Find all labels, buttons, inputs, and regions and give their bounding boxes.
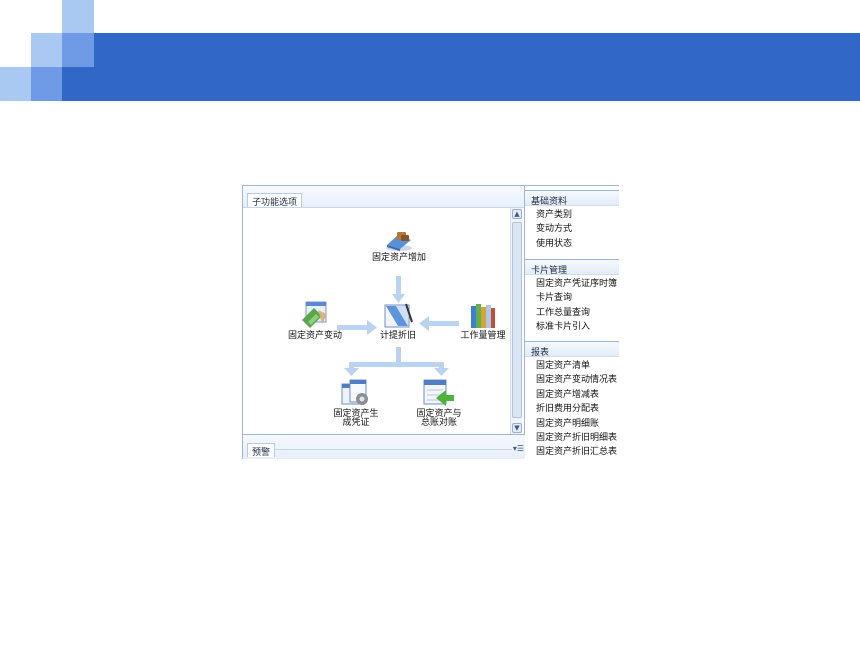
decor-square <box>0 67 31 101</box>
asset-add-icon <box>386 232 412 251</box>
nav-item-usage-status[interactable]: 使用状态 <box>536 238 573 249</box>
decor-square <box>62 0 94 33</box>
section-basic-data: 基础资料 资产类别 变动方式 使用状态 <box>525 190 619 251</box>
section-reports-header[interactable]: 报表 <box>525 341 619 358</box>
depreciation-icon <box>384 303 413 328</box>
nav-item-increase-decrease[interactable]: 固定资产增减表 <box>536 389 600 400</box>
voucher-icon <box>341 379 368 405</box>
node-asset-add-label: 固定资产增加 <box>371 253 426 263</box>
sub-function-panel: 子功能选项 <box>242 185 526 459</box>
warning-panel-header: 预警 ▾☰ <box>243 434 526 459</box>
node-reconcile[interactable]: 固定资产与总账对账 <box>413 378 465 428</box>
nav-item-card-import[interactable]: 标准卡片引入 <box>536 322 591 333</box>
node-workload[interactable]: 工作量管理 <box>455 302 511 341</box>
node-depreciation-label: 计提折旧 <box>379 331 416 341</box>
node-asset-add[interactable]: 固定资产增加 <box>371 230 427 263</box>
node-asset-change[interactable]: 固定资产变动 <box>287 300 343 341</box>
nav-item-asset-category[interactable]: 资产类别 <box>536 210 573 220</box>
fixed-asset-module-window: 子功能选项 <box>242 185 619 459</box>
flow-arrows <box>337 276 459 376</box>
node-reconcile-label: 固定资产与总账对账 <box>416 409 462 428</box>
warning-divider <box>274 449 512 450</box>
node-voucher-label: 固定资产生成凭证 <box>333 409 379 428</box>
warning-tab[interactable]: 预警 <box>247 443 276 458</box>
asset-change-icon <box>302 301 327 328</box>
vertical-scrollbar[interactable]: ▲ ▼ <box>510 208 522 434</box>
nav-item-change-method[interactable]: 变动方式 <box>536 224 573 235</box>
nav-item-asset-list[interactable]: 固定资产清单 <box>536 361 591 371</box>
panel-menu-icon[interactable]: ▾☰ <box>512 444 524 453</box>
reconcile-icon <box>423 379 454 406</box>
nav-item-voucher-journal[interactable]: 固定资产凭证序时簿 <box>536 279 618 289</box>
section-card-management: 卡片管理 固定资产凭证序时簿 卡片查询 工作总量查询 标准卡片引入 <box>525 259 619 335</box>
node-depreciation[interactable]: 计提折旧 <box>373 302 423 341</box>
nav-item-change-report[interactable]: 固定资产变动情况表 <box>536 375 618 386</box>
nav-item-asset-ledger[interactable]: 固定资产明细账 <box>536 418 600 429</box>
section-basic-data-header[interactable]: 基础资料 <box>525 190 619 207</box>
decor-square <box>31 67 62 101</box>
header-banner <box>62 33 860 101</box>
right-nav-pane: 基础资料 资产类别 变动方式 使用状态 卡片管理 固定资产凭证序时簿 卡片查询 … <box>525 185 619 459</box>
scroll-up-icon[interactable]: ▲ <box>512 209 522 219</box>
sub-function-panel-header: 子功能选项 <box>243 186 524 208</box>
nav-item-depr-summary[interactable]: 固定资产折旧汇总表 <box>536 447 618 458</box>
scroll-thumb[interactable] <box>512 222 522 418</box>
decor-square <box>62 33 94 67</box>
sub-function-tab[interactable]: 子功能选项 <box>247 193 303 208</box>
scroll-down-icon[interactable]: ▼ <box>512 423 522 433</box>
node-workload-label: 工作量管理 <box>460 331 506 341</box>
nav-item-card-query[interactable]: 卡片查询 <box>536 293 573 304</box>
section-reports: 报表 固定资产清单 固定资产变动情况表 固定资产增减表 折旧费用分配表 固定资产… <box>525 341 619 459</box>
nav-item-workload-query[interactable]: 工作总量查询 <box>536 307 591 318</box>
node-asset-change-label: 固定资产变动 <box>287 331 342 341</box>
decor-square <box>31 33 62 67</box>
nav-item-depr-detail[interactable]: 固定资产折旧明细表 <box>536 432 618 443</box>
section-card-management-header[interactable]: 卡片管理 <box>525 259 619 276</box>
nav-item-depr-allocation[interactable]: 折旧费用分配表 <box>536 404 600 415</box>
node-voucher[interactable]: 固定资产生成凭证 <box>331 378 381 428</box>
workload-books-icon <box>471 304 495 328</box>
